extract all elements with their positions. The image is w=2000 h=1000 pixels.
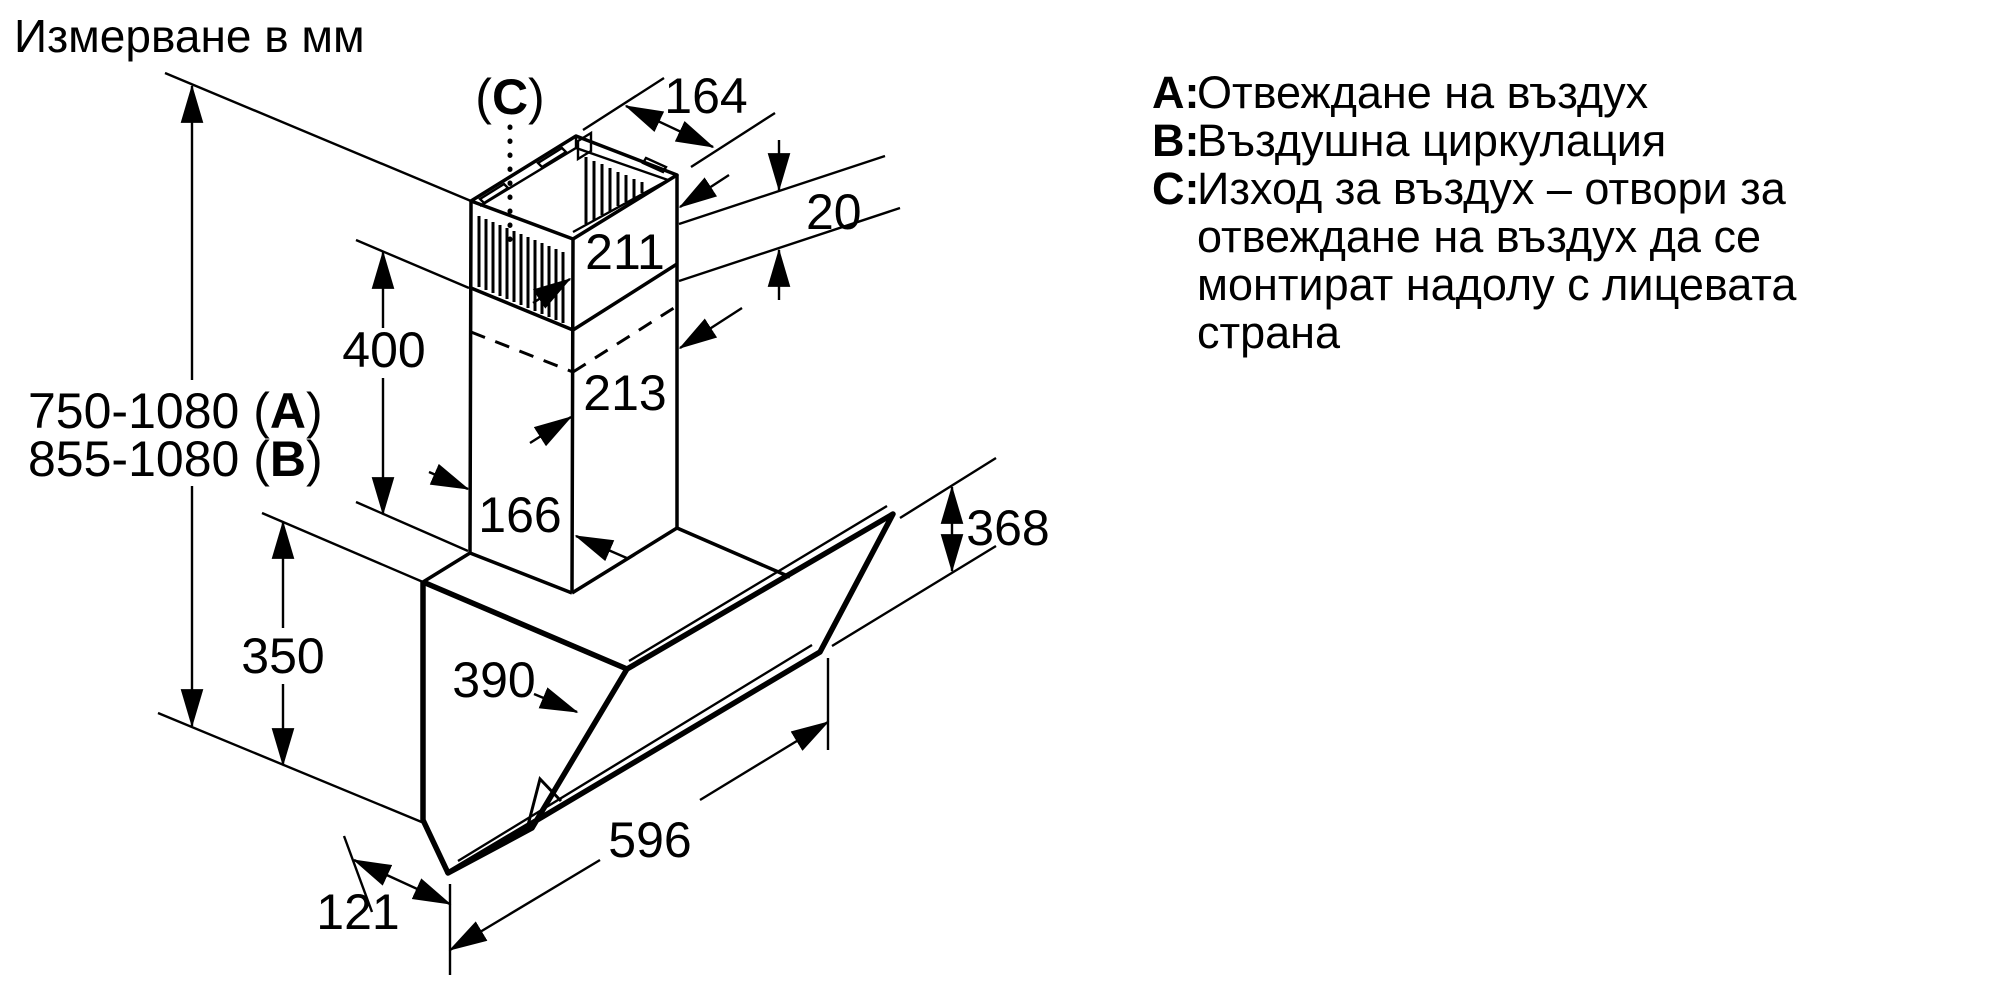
height-extension-lines xyxy=(157,71,472,825)
dim-label-368: 368 xyxy=(966,500,1049,556)
dim-596-left xyxy=(448,858,601,952)
legend: A:Отвеждане на въздух B:Въздушна циркула… xyxy=(1152,67,1797,358)
legend-item-c-line4: страна xyxy=(1197,307,1341,358)
dim-596-right xyxy=(699,720,830,802)
legend-item-a: A:Отвеждане на въздух xyxy=(1152,67,1649,118)
dim-label-350: 350 xyxy=(241,628,324,684)
chimney-bottom xyxy=(469,526,678,595)
glass-panel xyxy=(445,511,896,876)
dim-label-164: 164 xyxy=(664,68,747,124)
legend-item-c-line2: отвеждане на въздух да се xyxy=(1197,211,1761,262)
dim-label-166: 166 xyxy=(478,487,561,543)
chimney-duct xyxy=(468,130,679,595)
body-front-top-edge xyxy=(421,579,629,672)
dim-166-left-arrow xyxy=(428,463,470,491)
body-left-edge xyxy=(420,582,451,875)
dim-211-left-arrow xyxy=(532,277,572,309)
range-label-a: 750-1080 (A) xyxy=(28,383,323,439)
legend-item-b: B:Въздушна циркулация xyxy=(1152,115,1666,166)
dim-label-211: 211 xyxy=(585,224,665,280)
mounting-tab xyxy=(576,130,593,162)
ext-164 xyxy=(582,76,776,169)
range-label-b: 855-1080 (B) xyxy=(28,431,323,487)
glass-corner-notch xyxy=(525,776,563,830)
vent-grille-right-inner xyxy=(584,157,644,224)
dim-121 xyxy=(352,858,452,906)
dim-211-right-arrow xyxy=(678,173,730,209)
legend-item-c: C:Изход за въздух – отвори за xyxy=(1152,163,1787,214)
dim-164 xyxy=(624,104,715,149)
chimney-joint xyxy=(470,262,678,332)
chimney-overlap-dashed xyxy=(470,304,678,374)
page-title: Измерване в мм xyxy=(14,10,365,62)
dim-label-20: 20 xyxy=(806,184,862,240)
rim-slots xyxy=(478,146,668,205)
hood-body xyxy=(420,504,896,876)
glass-thickness-lines xyxy=(457,504,888,863)
chimney-edges xyxy=(468,175,679,594)
dim-label-121: 121 xyxy=(316,884,399,940)
dim-390-arrow xyxy=(533,687,579,714)
body-back-edges xyxy=(422,526,791,584)
ext-350-top xyxy=(261,511,424,584)
dim-166-right-arrow xyxy=(574,534,630,562)
dim-213-right-arrow xyxy=(678,306,743,350)
dim-label-390: 390 xyxy=(452,652,535,708)
ext-400 xyxy=(355,238,470,553)
ext-20 xyxy=(678,154,901,283)
label-c-marker: (C) xyxy=(475,69,544,125)
dim-label-400: 400 xyxy=(342,322,425,378)
dim-213-left-arrow xyxy=(529,415,573,447)
chimney-inner-rim xyxy=(479,137,679,234)
dim-label-596: 596 xyxy=(608,812,691,868)
legend-item-c-line3: монтират надолу с лицевата xyxy=(1197,259,1797,310)
dim-label-213: 213 xyxy=(583,365,666,421)
dimension-lines xyxy=(157,71,997,975)
